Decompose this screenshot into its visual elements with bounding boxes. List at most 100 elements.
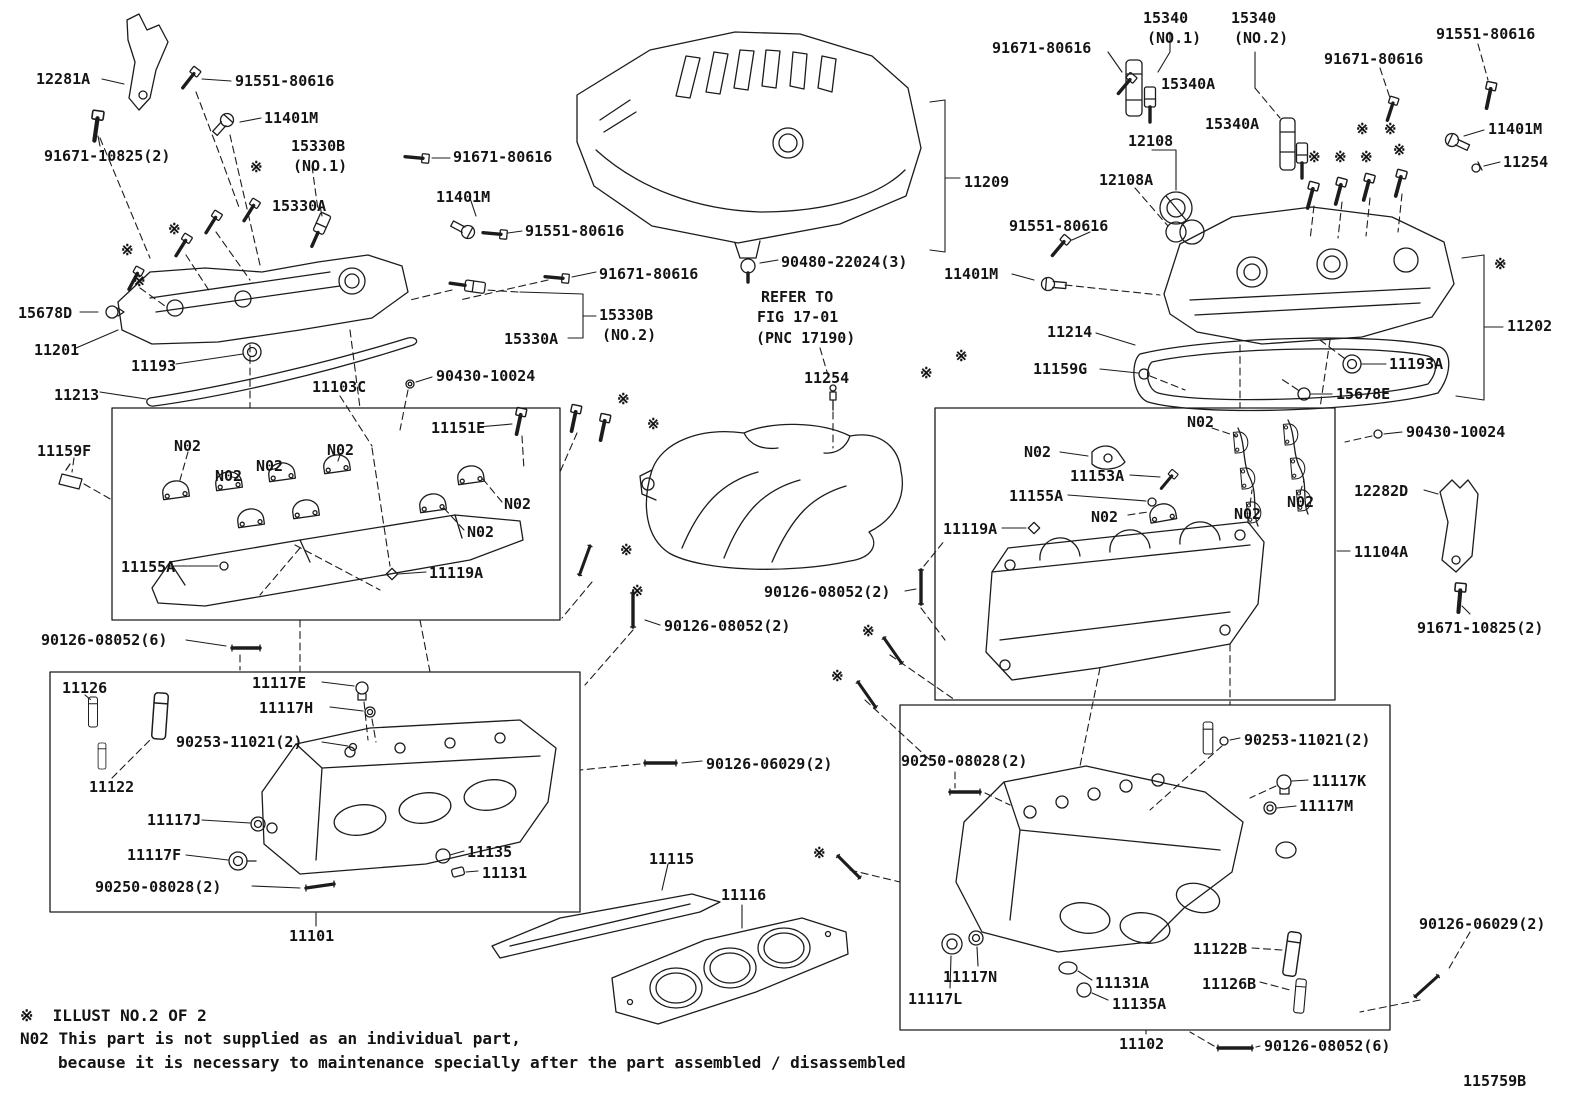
right-top-parts-art xyxy=(1011,31,1501,296)
part-label-no-2: (NO.2) xyxy=(1234,29,1289,47)
asterisk-mark: ※ xyxy=(121,241,134,259)
part-label-11214: 11214 xyxy=(1047,323,1093,341)
part-label-90126-08052-6: 90126-08052(6) xyxy=(41,631,168,649)
part-label-11401m: 11401M xyxy=(944,265,999,283)
asterisk-mark: ※ xyxy=(1356,120,1369,138)
part-label-15678d: 15678D xyxy=(18,304,73,322)
part-label-11116: 11116 xyxy=(721,886,767,904)
left-cam-housing-art xyxy=(58,376,613,673)
part-label-15340: 15340 xyxy=(1143,9,1189,27)
part-label-91551-80616: 91551-80616 xyxy=(1436,25,1536,43)
part-label-11131: 11131 xyxy=(482,864,528,882)
part-label-11117h: 11117H xyxy=(259,699,314,717)
part-label-no-2: (NO.2) xyxy=(602,326,657,344)
part-label-n02: N02 xyxy=(504,495,532,513)
part-label-91551-80616: 91551-80616 xyxy=(1009,217,1109,235)
asterisk-mark: ※ xyxy=(1384,120,1397,138)
asterisk-mark: ※ xyxy=(1494,255,1507,273)
part-label-90250-08028-2: 90250-08028(2) xyxy=(95,878,222,896)
part-label-91671-80616: 91671-80616 xyxy=(453,148,553,166)
part-label-11131a: 11131A xyxy=(1095,974,1150,992)
part-label-11126b: 11126B xyxy=(1202,975,1257,993)
part-label-91551-80616: 91551-80616 xyxy=(235,72,335,90)
asterisk-mark: ※ xyxy=(647,415,660,433)
asterisk-mark: ※ xyxy=(862,622,875,640)
part-label-11401m: 11401M xyxy=(264,109,319,127)
part-label-90126-08052-6: 90126-08052(6) xyxy=(1264,1037,1391,1055)
part-label-n02: N02 xyxy=(256,457,284,475)
right-cylinder-head-art xyxy=(941,721,1471,1052)
part-label-15330b: 15330B xyxy=(599,306,654,324)
part-label-11159g: 11159G xyxy=(1033,360,1088,378)
part-label-11122b: 11122B xyxy=(1193,940,1248,958)
part-label-fig-17-01: FIG 17-01 xyxy=(757,308,839,326)
part-label-11119a: 11119A xyxy=(943,520,998,538)
part-label-11117k: 11117K xyxy=(1312,772,1367,790)
part-label-11117l: 11117L xyxy=(908,990,963,1008)
part-label-11254: 11254 xyxy=(804,369,850,387)
part-label-11155a: 11155A xyxy=(121,558,176,576)
part-label-11151e: 11151E xyxy=(431,419,486,437)
part-label-11117m: 11117M xyxy=(1299,797,1354,815)
part-label-11104a: 11104A xyxy=(1354,543,1409,561)
asterisk-mark: ※ xyxy=(955,347,968,365)
part-label-no-1: (NO.1) xyxy=(1147,29,1202,47)
part-label-91671-80616: 91671-80616 xyxy=(992,39,1092,57)
part-label-91671-10825-2: 91671-10825(2) xyxy=(44,147,171,165)
part-label-11102: 11102 xyxy=(1119,1035,1165,1053)
part-label-15340a: 15340A xyxy=(1205,115,1260,133)
part-label-11209: 11209 xyxy=(964,173,1010,191)
part-label-90126-06029-2: 90126-06029(2) xyxy=(1419,915,1546,933)
part-label-15330a: 15330A xyxy=(504,330,559,348)
part-label-12281a: 12281A xyxy=(36,70,91,88)
part-label-90253-11021-2: 90253-11021(2) xyxy=(176,733,303,751)
part-label-15340: 15340 xyxy=(1231,9,1277,27)
left-cylinder-head-art xyxy=(84,543,703,927)
part-label-91671-80616: 91671-80616 xyxy=(1324,50,1424,68)
part-label-90430-10024: 90430-10024 xyxy=(436,367,536,385)
part-label-n02: N02 xyxy=(1234,505,1262,523)
part-label-15340a: 15340A xyxy=(1161,75,1216,93)
head-gaskets-art xyxy=(491,863,849,1025)
part-label-91671-80616: 91671-80616 xyxy=(599,265,699,283)
part-label-91671-10825-2: 91671-10825(2) xyxy=(1417,619,1544,637)
right-valve-cover-art xyxy=(1095,206,1504,443)
engine-cover-art xyxy=(576,31,961,284)
part-label-90430-10024: 90430-10024 xyxy=(1406,423,1506,441)
asterisk-mark: ※ xyxy=(168,220,181,238)
part-label-90126-08052-2: 90126-08052(2) xyxy=(664,617,791,635)
part-label-15678e: 15678E xyxy=(1336,385,1391,403)
left-top-parts-art xyxy=(79,13,597,339)
part-label-11254: 11254 xyxy=(1503,153,1549,171)
asterisk-mark: ※ xyxy=(617,390,630,408)
part-label-n02: N02 xyxy=(1091,508,1119,526)
asterisk-mark: ※ xyxy=(813,844,826,862)
intake-manifold-art xyxy=(639,347,956,883)
part-label-15330a: 15330A xyxy=(272,197,327,215)
asterisk-mark: ※ xyxy=(620,541,633,559)
asterisk-mark: ※ xyxy=(1393,141,1406,159)
group-boxes xyxy=(49,407,1391,1031)
part-label-11103c: 11103C xyxy=(312,378,367,396)
part-label-n02: N02 xyxy=(1024,443,1052,461)
part-label-n02: N02 xyxy=(1287,493,1315,511)
asterisk-mark: ※ xyxy=(1360,148,1373,166)
footnote-n02-line2: because it is necessary to maintenance s… xyxy=(58,1053,906,1072)
part-label-11117f: 11117F xyxy=(127,846,182,864)
part-label-11213: 11213 xyxy=(54,386,100,404)
asterisk-mark: ※ xyxy=(1334,148,1347,166)
part-label-11101: 11101 xyxy=(289,927,335,945)
part-label-90253-11021-2: 90253-11021(2) xyxy=(1244,731,1371,749)
footnote-n02-line1: N02 This part is not supplied as an indi… xyxy=(20,1029,521,1048)
right-bracket-art xyxy=(1336,479,1479,615)
part-label-12108a: 12108A xyxy=(1099,171,1154,189)
part-label-12108: 12108 xyxy=(1128,132,1174,150)
part-label-91551-80616: 91551-80616 xyxy=(525,222,625,240)
part-label-11159f: 11159F xyxy=(37,442,92,460)
part-label-n02: N02 xyxy=(467,523,495,541)
part-label-12282d: 12282D xyxy=(1354,482,1409,500)
part-label-11135a: 11135A xyxy=(1112,995,1167,1013)
diagram-code: 115759B xyxy=(1463,1072,1527,1090)
